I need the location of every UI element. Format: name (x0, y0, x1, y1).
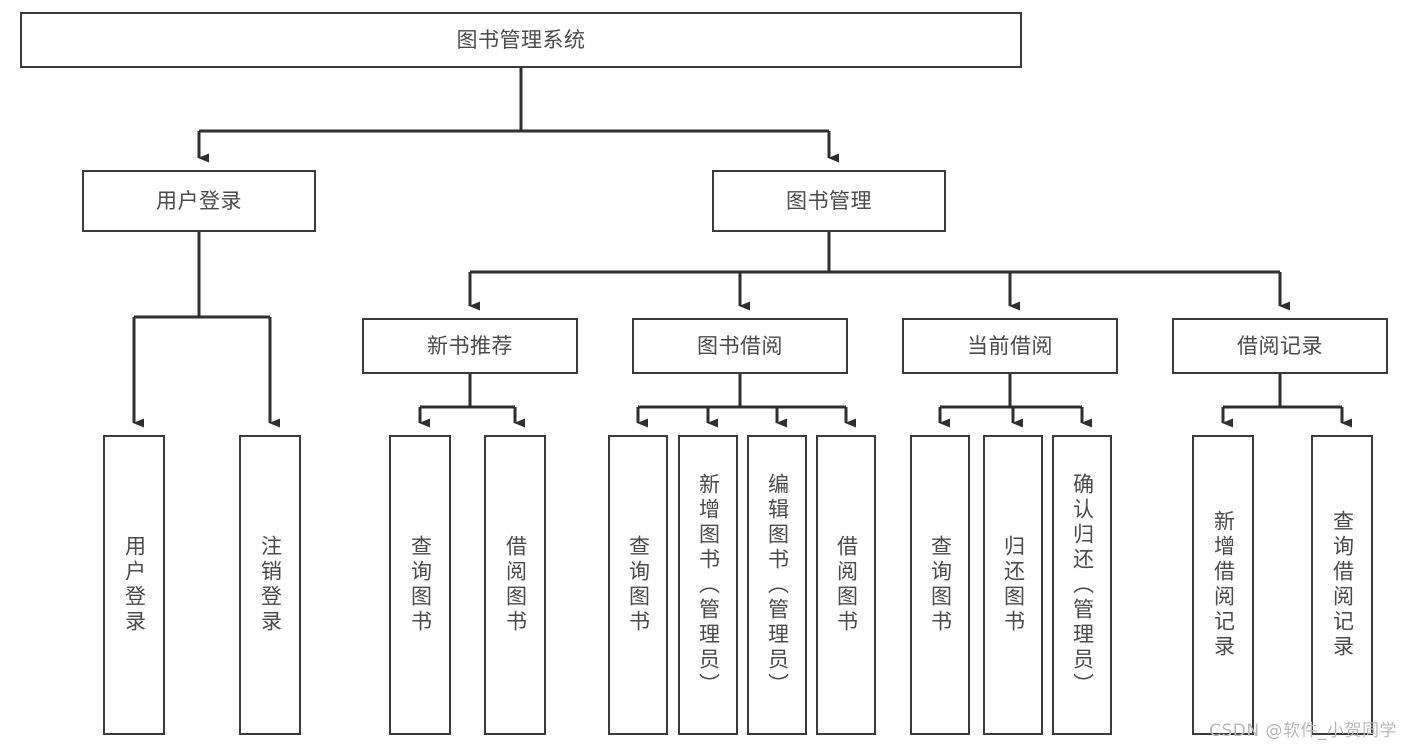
node-leaf-return-book[interactable]: 归还图书 (983, 435, 1043, 735)
node-leaf-borrow-book-rec-label: 借阅图书 (503, 535, 528, 635)
node-leaf-borrow-book[interactable]: 借阅图书 (816, 435, 876, 735)
node-new-book-recommend[interactable]: 新书推荐 (362, 318, 578, 374)
node-leaf-query-borrow-record-label: 查询借阅记录 (1330, 510, 1355, 660)
node-leaf-query-book-rec-label: 查询图书 (408, 535, 433, 635)
node-current-borrow[interactable]: 当前借阅 (902, 318, 1118, 374)
node-borrow-record-label: 借阅记录 (1237, 333, 1323, 358)
node-borrow-record[interactable]: 借阅记录 (1172, 318, 1388, 374)
node-leaf-query-book-rec[interactable]: 查询图书 (389, 435, 451, 735)
node-leaf-add-book-admin[interactable]: 新增图书（管理员） (678, 435, 738, 735)
node-leaf-borrow-book-label: 借阅图书 (834, 535, 859, 635)
node-leaf-user-login-label: 用户登录 (122, 535, 147, 635)
node-new-book-recommend-label: 新书推荐 (427, 333, 513, 358)
node-book-management[interactable]: 图书管理 (712, 170, 946, 232)
node-root-system[interactable]: 图书管理系统 (20, 12, 1022, 68)
node-leaf-edit-book-admin-label: 编辑图书（管理员） (765, 472, 790, 698)
csdn-watermark: CSDN @软件_小贺同学 (1209, 721, 1397, 741)
node-leaf-add-book-admin-label: 新增图书（管理员） (696, 472, 721, 698)
node-leaf-query-book-borrow-label: 查询图书 (626, 535, 651, 635)
node-leaf-query-book-borrow[interactable]: 查询图书 (608, 435, 668, 735)
node-leaf-add-borrow-record[interactable]: 新增借阅记录 (1192, 435, 1254, 735)
node-leaf-query-book-current-label: 查询图书 (928, 535, 953, 635)
node-leaf-logout[interactable]: 注销登录 (239, 435, 301, 735)
node-user-login[interactable]: 用户登录 (82, 170, 316, 232)
node-leaf-query-book-current[interactable]: 查询图书 (910, 435, 970, 735)
node-user-login-label: 用户登录 (156, 188, 242, 213)
node-book-borrow-label: 图书借阅 (697, 333, 783, 358)
node-leaf-confirm-return-admin-label: 确认归还（管理员） (1070, 472, 1095, 698)
node-leaf-logout-label: 注销登录 (258, 535, 283, 635)
node-book-borrow[interactable]: 图书借阅 (632, 318, 848, 374)
node-leaf-user-login[interactable]: 用户登录 (103, 435, 165, 735)
node-leaf-add-borrow-record-label: 新增借阅记录 (1211, 510, 1236, 660)
node-leaf-confirm-return-admin[interactable]: 确认归还（管理员） (1052, 435, 1112, 735)
node-leaf-return-book-label: 归还图书 (1001, 535, 1026, 635)
node-leaf-borrow-book-rec[interactable]: 借阅图书 (484, 435, 546, 735)
node-book-management-label: 图书管理 (786, 188, 872, 213)
node-leaf-edit-book-admin[interactable]: 编辑图书（管理员） (747, 435, 807, 735)
node-root-system-label: 图书管理系统 (456, 27, 586, 52)
node-current-borrow-label: 当前借阅 (967, 333, 1053, 358)
node-leaf-query-borrow-record[interactable]: 查询借阅记录 (1311, 435, 1373, 735)
